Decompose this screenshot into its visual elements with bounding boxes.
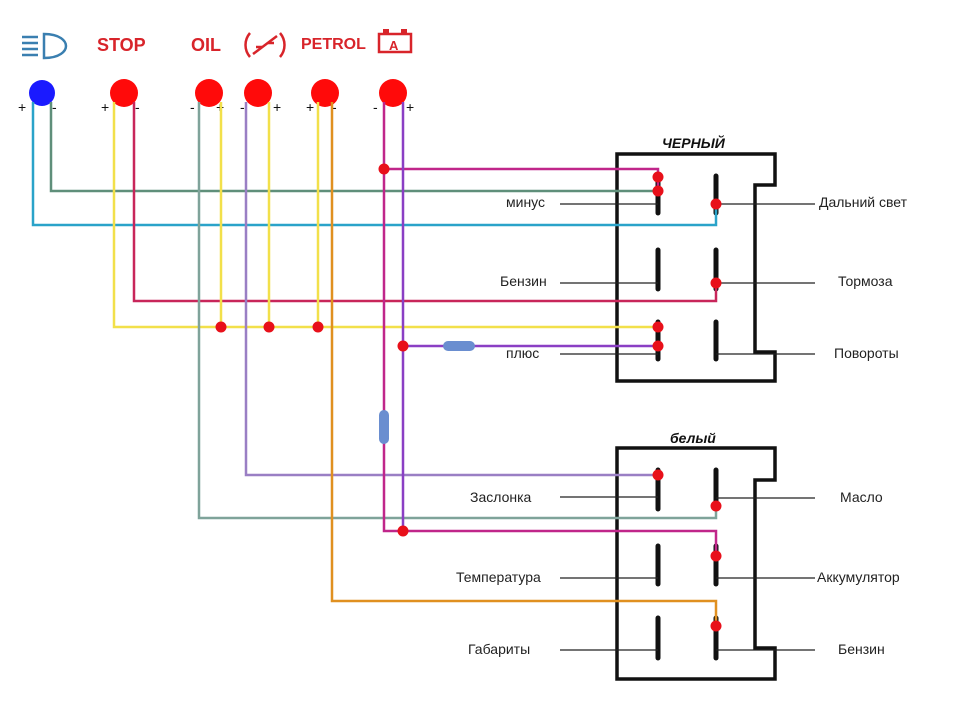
high-beam-icon (22, 32, 68, 60)
white-right-label: Масло (840, 489, 883, 505)
battery-icon: A (377, 29, 413, 54)
white-left-label: Габариты (468, 641, 530, 657)
minus-mark: - (52, 99, 57, 115)
wire-choke-minus (244, 102, 658, 477)
minus-mark: - (135, 99, 140, 115)
choke-icon (244, 32, 286, 58)
minus-mark: - (373, 99, 378, 115)
plus-mark: + (273, 99, 281, 115)
white-left-label: Температура (456, 569, 541, 585)
choke-lamp (244, 79, 272, 107)
petrol-indicator-label: PETROL (301, 36, 366, 53)
wire-stop-plus (112, 102, 658, 329)
inline-resistor (443, 341, 475, 351)
battery-letter: A (389, 38, 399, 53)
black-left-label: плюс (506, 345, 539, 361)
plus-mark: + (18, 99, 26, 115)
black-right-label: Повороты (834, 345, 899, 361)
wire-stop-minus (132, 102, 718, 303)
battery-lamp (379, 79, 407, 107)
minus-mark: - (332, 99, 337, 115)
minus-mark: - (190, 99, 195, 115)
black-left-label: минус (506, 194, 545, 210)
wire-petrol-minus (330, 102, 718, 626)
black-right-label: Дальний свет (819, 194, 908, 210)
white-left-label: Заслонка (470, 489, 532, 505)
wire-headlight-plus (31, 102, 718, 227)
oil-indicator-label: OIL (191, 35, 221, 55)
oil-lamp (195, 79, 223, 107)
black-connector-title: ЧЕРНЫЙ (662, 134, 726, 151)
wire-oil-minus (197, 102, 718, 520)
plus-mark: + (406, 99, 414, 115)
wire-headlight-minus (49, 102, 658, 193)
plus-mark: + (101, 99, 109, 115)
headlight-lamp (29, 80, 55, 106)
stop-lamp (110, 79, 138, 107)
black-right-label: Тормоза (838, 273, 893, 289)
wire-battery-minus (382, 102, 718, 556)
stop-indicator-label: STOP (97, 35, 146, 55)
minus-mark: - (240, 99, 245, 115)
white-connector-title: белый (670, 430, 716, 446)
white-connector-housing (615, 446, 777, 681)
wires (31, 102, 718, 626)
petrol-lamp (311, 79, 339, 107)
inline-resistor (379, 410, 389, 444)
polarity-marks: + - + - - + - + + - - + (18, 99, 414, 115)
label-leaders (560, 203, 815, 651)
white-right-label: Бензин (838, 641, 885, 657)
junction-dots (215, 163, 722, 632)
black-left-label: Бензин (500, 273, 547, 289)
wire-battery-minus-branch (384, 167, 660, 191)
plus-mark: + (306, 99, 314, 115)
white-right-label: Аккумулятор (817, 569, 900, 585)
